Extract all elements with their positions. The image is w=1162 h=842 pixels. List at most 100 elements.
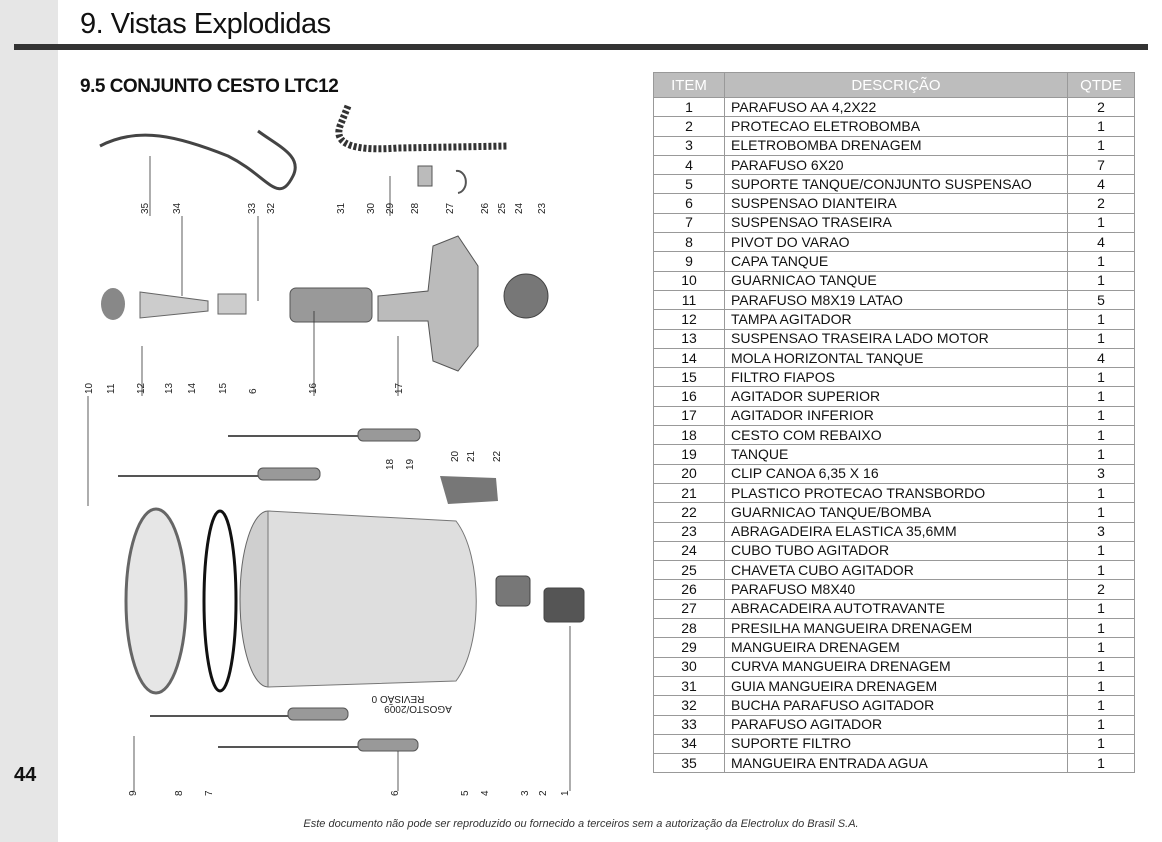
qty-cell: 1: [1067, 560, 1135, 581]
filter-support-part: [139, 291, 209, 319]
description-cell: TAMPA AGITADOR: [724, 309, 1068, 330]
part-label: 31: [336, 202, 347, 214]
part-label: 4: [480, 790, 491, 796]
qty-cell: 2: [1067, 96, 1135, 118]
qty-cell: 1: [1067, 251, 1135, 272]
qty-cell: 1: [1067, 753, 1135, 774]
qty-cell: 1: [1067, 714, 1135, 735]
exploded-view-diagram: REVISÃO 0 AGOSTO/2009 35 34 33 32 31 30 …: [84, 104, 585, 796]
description-cell: ABRACADEIRA AUTOTRAVANTE: [724, 598, 1068, 620]
item-cell: 7: [653, 212, 725, 234]
header-description: DESCRIÇÃO: [724, 72, 1068, 98]
description-cell: ELETROBOMBA DRENAGEM: [724, 135, 1068, 156]
qty-cell: 1: [1067, 425, 1135, 446]
item-cell: 25: [653, 560, 725, 581]
description-cell: PIVOT DO VARAO: [724, 232, 1068, 253]
description-cell: AGITADOR INFERIOR: [724, 405, 1068, 427]
item-cell: 18: [653, 425, 725, 446]
description-cell: PARAFUSO AGITADOR: [724, 714, 1068, 735]
part-label: 13: [164, 382, 175, 394]
hose-clip-part: [417, 165, 433, 187]
description-cell: PROTECAO ELETROBOMBA: [724, 116, 1068, 137]
tank-part: [267, 510, 477, 688]
part-label: 29: [385, 202, 396, 214]
labels-top: 35 34 33 32 31 30 29 28 27 26 25 24 23: [140, 202, 548, 214]
description-cell: CURVA MANGUEIRA DRENAGEM: [724, 656, 1068, 677]
part-label: 6: [248, 388, 259, 394]
description-cell: GUARNICAO TANQUE: [724, 270, 1068, 291]
description-cell: PARAFUSO M8X40: [724, 579, 1068, 600]
item-cell: 17: [653, 405, 725, 427]
qty-cell: 1: [1067, 675, 1135, 697]
qty-cell: 1: [1067, 598, 1135, 620]
part-label: 19: [405, 458, 416, 470]
item-cell: 10: [653, 270, 725, 291]
description-cell: TANQUE: [724, 444, 1068, 465]
part-label: 8: [174, 790, 185, 796]
description-cell: SUPORTE TANQUE/CONJUNTO SUSPENSAO: [724, 174, 1068, 195]
item-cell: 29: [653, 637, 725, 658]
item-cell: 5: [653, 174, 725, 195]
upper-agitator-part: [289, 287, 373, 323]
description-cell: PARAFUSO M8X19 LATAO: [724, 289, 1068, 311]
qty-cell: 3: [1067, 521, 1135, 542]
qty-cell: 1: [1067, 367, 1135, 388]
part-label: 30: [366, 202, 377, 214]
description-cell: ABRAGADEIRA ELASTICA 35,6MM: [724, 521, 1068, 542]
part-label: 18: [385, 458, 396, 470]
qty-cell: 3: [1067, 463, 1135, 484]
side-margin: [0, 0, 58, 842]
labels-mid2: 18 19 20 21 22: [385, 450, 503, 470]
part-label: 6: [390, 790, 401, 796]
table-header-row: ITEM DESCRIÇÃO QTDE: [653, 72, 1135, 98]
part-label: 1: [560, 790, 571, 796]
item-cell: 32: [653, 695, 725, 716]
qty-cell: 1: [1067, 328, 1135, 349]
item-cell: 11: [653, 289, 725, 311]
drain-pump-part: [495, 575, 585, 623]
description-cell: SUSPENSAO TRASEIRA: [724, 212, 1068, 234]
labels-mid: 10 11 12 13 14 15 6 16 17: [84, 382, 405, 394]
qty-cell: 5: [1067, 289, 1135, 311]
qty-cell: 2: [1067, 193, 1135, 214]
tank-cover-part: [124, 507, 188, 695]
part-label: 33: [247, 202, 258, 214]
part-label: 10: [84, 382, 95, 394]
description-cell: MOLA HORIZONTAL TANQUE: [724, 347, 1068, 369]
description-cell: AGITADOR SUPERIOR: [724, 386, 1068, 407]
description-cell: PRESILHA MANGUEIRA DRENAGEM: [724, 618, 1068, 639]
item-cell: 34: [653, 733, 725, 755]
part-label: 34: [172, 202, 183, 214]
leader-lines: [87, 156, 571, 791]
description-cell: SUSPENSAO DIANTEIRA: [724, 193, 1068, 214]
description-cell: PARAFUSO AA 4,2X22: [724, 96, 1068, 118]
qty-cell: 1: [1067, 405, 1135, 427]
item-cell: 28: [653, 618, 725, 639]
header-qty: QTDE: [1067, 72, 1135, 98]
page-number: 44: [14, 764, 37, 786]
description-cell: CAPA TANQUE: [724, 251, 1068, 272]
part-label: 17: [394, 382, 405, 394]
part-label: 20: [450, 450, 461, 462]
qty-cell: 4: [1067, 174, 1135, 195]
part-label: 32: [266, 202, 277, 214]
lint-filter-part: [217, 293, 247, 315]
qty-cell: 1: [1067, 618, 1135, 639]
item-cell: 13: [653, 328, 725, 349]
water-inlet-hose: [99, 129, 297, 191]
section-subtitle: 9.5 CONJUNTO CESTO LTC12: [80, 76, 339, 97]
qty-cell: 1: [1067, 695, 1135, 716]
